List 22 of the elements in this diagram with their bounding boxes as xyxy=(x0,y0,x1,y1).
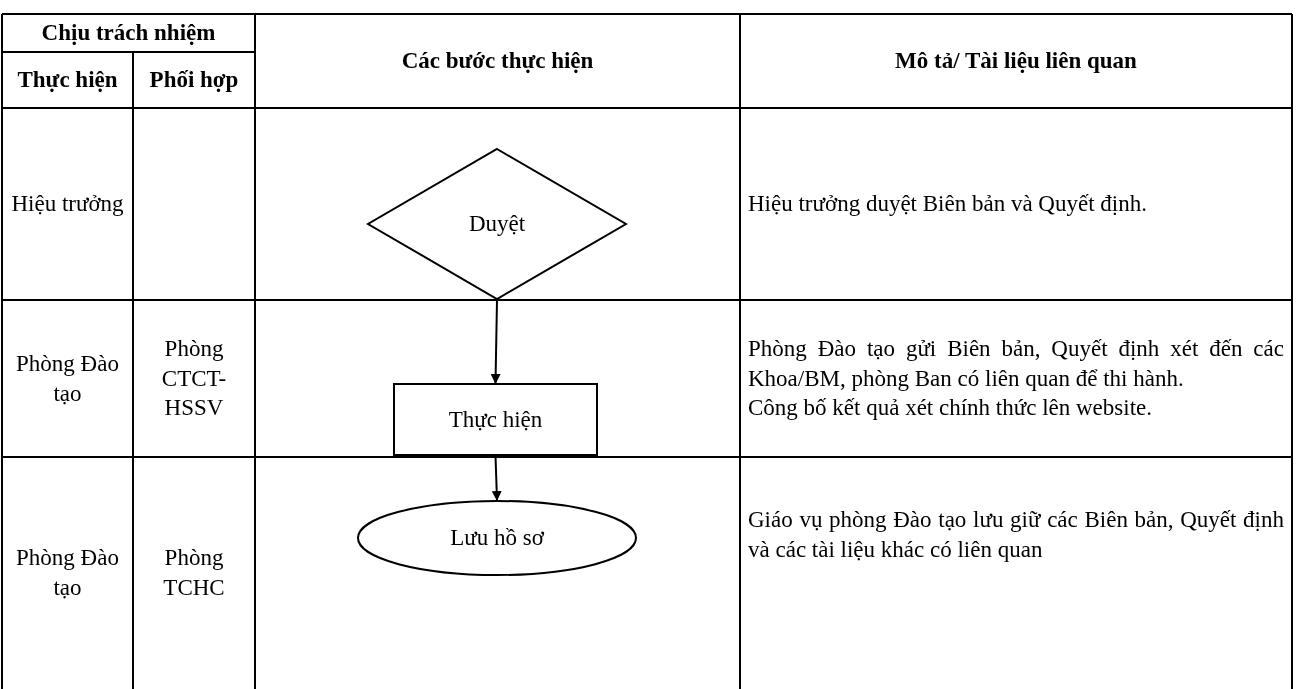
arrow xyxy=(490,299,501,384)
description-text: Giáo vụ phòng Đào tạo lưu giữ các Biên bản, Quyết định và các tài liệu khác có liên quan xyxy=(748,505,1284,564)
column-header: Các bước thực hiện xyxy=(400,47,595,76)
table-cell-text: Phòng Đào tạo xyxy=(15,544,120,602)
column-header: Mô tả/ Tài liệu liên quan xyxy=(894,47,1138,76)
column-header: Thực hiện xyxy=(16,66,119,95)
arrow xyxy=(491,455,502,501)
description-text: Công bố kết quả xét chính thức lên website. xyxy=(748,394,1154,423)
table-cell-text: Phòng CTCT-HSSV xyxy=(160,334,228,423)
node-label: Lưu hồ sơ xyxy=(450,525,544,551)
table-cell-text: Phòng TCHC xyxy=(162,544,226,602)
description-text: Phòng Đào tạo gửi Biên bản, Quyết định xét đến các Khoa/BM, phòng Ban có liên quan để thi hành. xyxy=(748,334,1284,393)
terminal-ellipse xyxy=(357,500,637,576)
column-header: Chịu trách nhiệm xyxy=(40,19,217,48)
description-text: Hiệu trưởng duyệt Biên bản và Quyết định. xyxy=(748,190,1148,219)
table-cell-text: Hiệu trưởng xyxy=(10,190,125,219)
node-label: Duyệt xyxy=(468,211,526,237)
node-label: Thực hiện xyxy=(448,406,543,433)
table-cell-text: Phòng Đào tạo xyxy=(15,349,120,408)
column-header: Phối hợp xyxy=(148,66,240,95)
process-box xyxy=(393,383,598,456)
decision-diamond xyxy=(367,148,627,300)
